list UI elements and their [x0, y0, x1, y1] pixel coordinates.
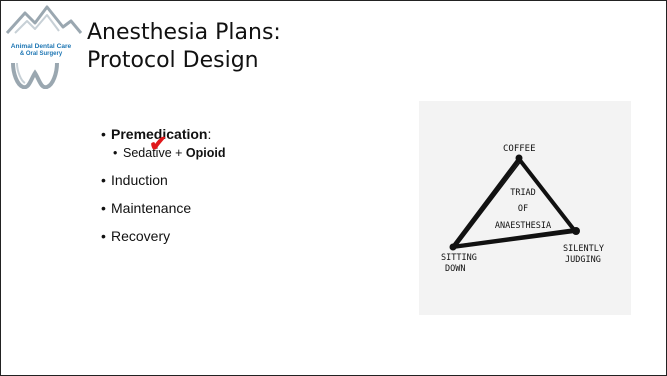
- label-silently: SILENTLY: [563, 244, 604, 254]
- label-coffee: COFFEE: [503, 144, 536, 154]
- sub-bullet-dot: •: [113, 146, 118, 160]
- bullet-premedication: • Premedication: • Sedative + Opioid ✔: [101, 125, 225, 161]
- maintenance-label: Maintenance: [111, 200, 192, 216]
- label-sitting: SITTING: [441, 253, 477, 263]
- triad-image: COFFEE TRIAD OF ANAESTHESIA SITTING DOWN…: [419, 101, 631, 315]
- bullet-induction: • Induction: [101, 171, 225, 189]
- sub-bullet-sedative: • Sedative + Opioid: [113, 145, 225, 161]
- bullet-dot: •: [101, 200, 106, 216]
- vertex-top: [515, 154, 523, 162]
- title-line2: Protocol Design: [87, 48, 259, 73]
- plus-text: +: [171, 146, 186, 160]
- mountain-tooth-logo-icon: [5, 5, 83, 90]
- center-line3: ANAESTHESIA: [495, 221, 551, 231]
- bullet-dot: •: [101, 172, 106, 188]
- logo-text-line2: & Oral Surgery: [19, 51, 63, 57]
- logo-text-line1: Animal Dental Care: [10, 43, 72, 50]
- logo: Animal Dental Care & Oral Surgery: [3, 3, 83, 90]
- vertex-right: [572, 227, 580, 235]
- induction-label: Induction: [111, 172, 168, 188]
- premedication-colon: :: [207, 126, 212, 142]
- label-judging: JUDGING: [565, 255, 601, 265]
- center-line1: TRIAD: [510, 188, 536, 198]
- bullet-recovery: • Recovery: [101, 227, 225, 245]
- red-checkmark-icon: ✔: [149, 131, 168, 156]
- bullet-dot: •: [101, 228, 106, 244]
- center-line2: OF: [518, 204, 528, 214]
- recovery-label: Recovery: [111, 228, 171, 244]
- bullet-list: • Premedication: • Sedative + Opioid ✔ • In…: [101, 125, 225, 245]
- premedication-label: Premedication: [111, 126, 208, 142]
- title-line1: Anesthesia Plans:: [87, 20, 281, 45]
- triad-diagram: COFFEE TRIAD OF ANAESTHESIA SITTING DOWN…: [441, 144, 604, 274]
- sedative-text: Sedative: [123, 146, 172, 160]
- bullet-dot: •: [101, 126, 106, 142]
- vertex-left: [449, 243, 457, 251]
- opioid-text: Opioid: [185, 146, 226, 160]
- slide-title: Anesthesia Plans: Protocol Design: [87, 19, 281, 75]
- bullet-maintenance: • Maintenance: [101, 199, 225, 217]
- label-down: DOWN: [445, 264, 465, 274]
